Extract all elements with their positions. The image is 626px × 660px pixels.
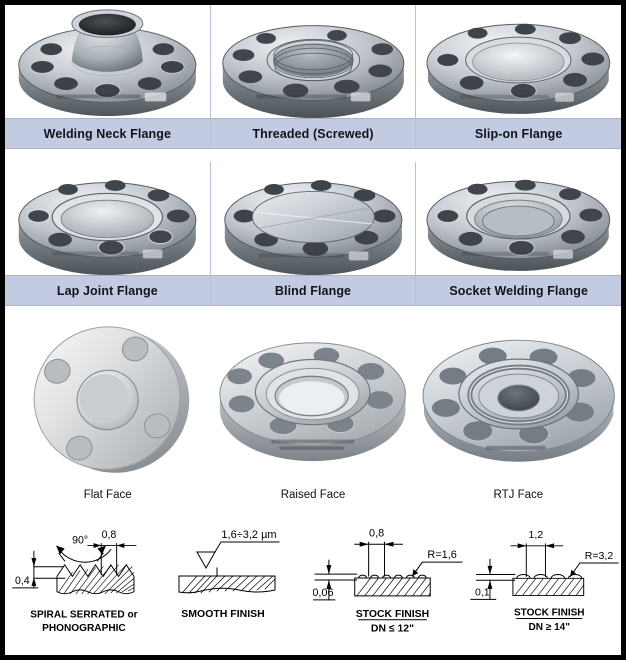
finish-name-line2: PHONOGRAPHIC (42, 623, 126, 634)
finish-diagram-spiral-serrated: 90° 0,8 0,4 SPIRAL SERRATED or PHONOGRAP… (5, 508, 159, 655)
finish-depth-label: 0,1 (475, 587, 490, 599)
face-label-flat: Flat Face (5, 482, 211, 508)
finish-depth-label: 0,4 (15, 575, 30, 587)
flange-card-lap-joint: Lap Joint Flange (5, 162, 211, 306)
rtj-face-flange-photo (415, 312, 621, 482)
flange-label-socket-welding: Socket Welding Flange (416, 275, 621, 306)
row-gap-2 (5, 306, 621, 312)
face-label-raised: Raised Face (210, 482, 416, 508)
raised-face-flange-photo (210, 312, 416, 482)
finish-name-line2: DN ≥ 14" (529, 622, 571, 633)
face-type-row: Flat Face (5, 312, 621, 508)
flange-card-blind: Blind Flange (210, 162, 417, 306)
flange-label-slip-on: Slip-on Flange (416, 118, 621, 149)
threaded-flange-photo (210, 5, 416, 118)
flange-label-blind: Blind Flange (210, 275, 416, 306)
face-card-rtj: RTJ Face (415, 312, 621, 508)
row-gap-1 (5, 149, 621, 162)
flange-row-1: Welding Neck Flange (5, 5, 621, 149)
finish-pitch-label: 0,8 (102, 529, 117, 541)
lap-joint-flange-photo (5, 162, 210, 275)
flange-label-threaded: Threaded (Screwed) (210, 118, 416, 149)
finish-pitch-label: 1,2 (529, 529, 544, 541)
finish-radius-label: R=3,2 (585, 550, 614, 562)
flange-card-welding-neck: Welding Neck Flange (5, 5, 211, 149)
flange-card-threaded: Threaded (Screwed) (210, 5, 417, 149)
finish-name-line2: DN ≤ 12" (371, 624, 414, 635)
finish-name-line1: STOCK FINISH (514, 608, 585, 619)
face-card-flat: Flat Face (5, 312, 211, 508)
finish-name-line1: STOCK FINISH (356, 609, 429, 620)
socket-welding-flange-photo (416, 162, 621, 275)
flange-card-socket-welding: Socket Welding Flange (416, 162, 621, 306)
flange-label-lap-joint: Lap Joint Flange (5, 275, 210, 306)
finish-depth-label: 0,06 (313, 587, 334, 599)
flange-label-welding-neck: Welding Neck Flange (5, 118, 210, 149)
finish-roughness-label: 1,6÷3,2 µm (221, 529, 276, 541)
flange-card-slip-on: Slip-on Flange (416, 5, 621, 149)
finish-diagram-stock-large: 1,2 R=3,2 0,1 STOCK FINISH DN ≥ 14" (467, 508, 621, 655)
face-label-rtj: RTJ Face (415, 482, 621, 508)
finish-diagram-stock-small: 0,8 R=1,6 0,06 STOCK FINISH DN ≤ 12" (313, 508, 467, 655)
slip-on-flange-photo (416, 5, 621, 118)
finish-name-line1: SPIRAL SERRATED or (30, 610, 137, 621)
finish-pitch-label: 0,8 (369, 527, 384, 539)
face-card-raised: Raised Face (210, 312, 416, 508)
welding-neck-flange-photo (5, 5, 210, 118)
flat-face-flange-photo (5, 312, 211, 482)
finish-diagram-smooth: 1,6÷3,2 µm SMOOTH FINISH (159, 508, 313, 655)
surface-finish-row: 90° 0,8 0,4 SPIRAL SERRATED or PHONOGRAP… (5, 508, 621, 655)
finish-angle-label: 90° (72, 535, 88, 547)
finish-name-line1: SMOOTH FINISH (181, 608, 264, 620)
flange-row-2: Lap Joint Flange (5, 162, 621, 306)
blind-flange-photo (210, 162, 416, 275)
finish-radius-label: R=1,6 (427, 549, 456, 561)
